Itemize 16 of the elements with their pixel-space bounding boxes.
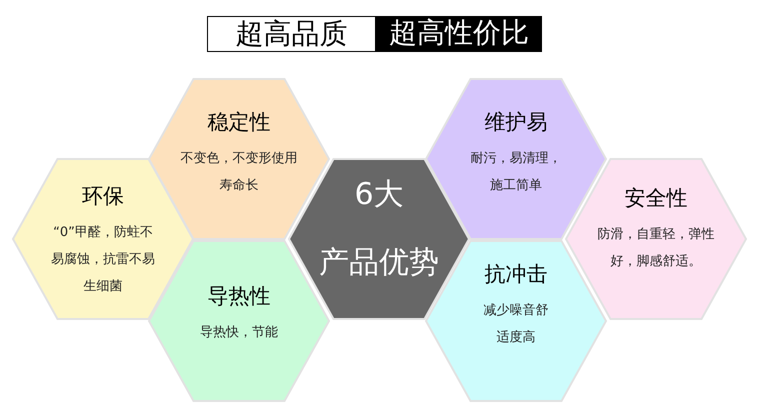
hexagon-heading: 环保 <box>82 186 124 207</box>
hexagon-description: 耐污，易清理，施工简单 <box>470 150 562 195</box>
hexagon-heading: 安全性 <box>624 188 688 209</box>
hexagon-heading: 稳定性 <box>208 112 270 133</box>
hexagon-description: “0”甲醛，防蛀不易腐蚀，抗雷不易生细菌 <box>51 224 155 296</box>
hexagon-description: 防滑，自重轻，弹性好，脚感舒适。 <box>596 226 716 271</box>
hexagon-description: 减少噪音舒适度高 <box>484 302 548 347</box>
hexagon-heading: 导热性 <box>208 286 270 307</box>
hexagon-description: 导热快，节能 <box>199 324 279 342</box>
hexagon-heading: 抗冲击 <box>484 264 548 285</box>
hexagon-heading: 维护易 <box>484 112 548 133</box>
title-box: 超高品质 <box>207 16 376 52</box>
title-banner: 超高性价比 <box>376 16 542 52</box>
hexagon-heading: 6大 <box>354 180 404 210</box>
hexagon-description: 不变色，不变形使用寿命长 <box>180 150 298 195</box>
hexagon-subheading: 产品优势 <box>319 248 439 278</box>
